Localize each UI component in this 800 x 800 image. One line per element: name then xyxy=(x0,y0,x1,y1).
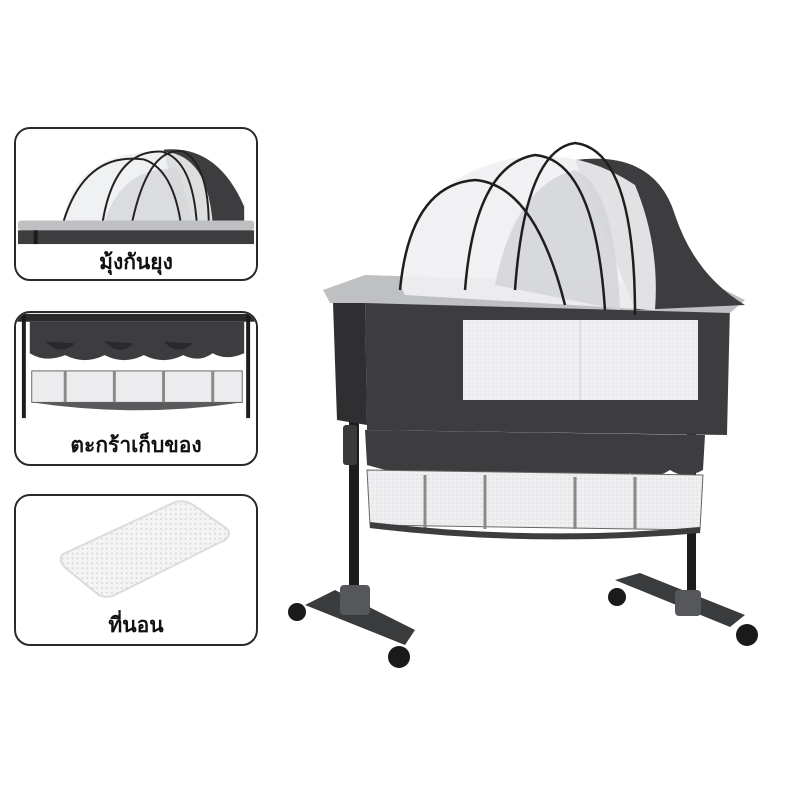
feature-label: ที่นอน xyxy=(108,613,164,637)
feature-card-storage-basket: ตะกร้าเก็บของ xyxy=(14,311,258,466)
feature-label: ตะกร้าเก็บของ xyxy=(70,433,202,457)
bassinet-product-image xyxy=(288,141,758,668)
storage-basket-image xyxy=(16,313,256,419)
mosquito-net-image xyxy=(16,129,256,245)
mattress-image xyxy=(16,496,256,608)
feature-label: มุ้งกันยุง xyxy=(99,250,173,274)
feature-card-mattress: ที่นอน xyxy=(14,494,258,646)
feature-card-mosquito-net: มุ้งกันยุง xyxy=(14,127,258,281)
